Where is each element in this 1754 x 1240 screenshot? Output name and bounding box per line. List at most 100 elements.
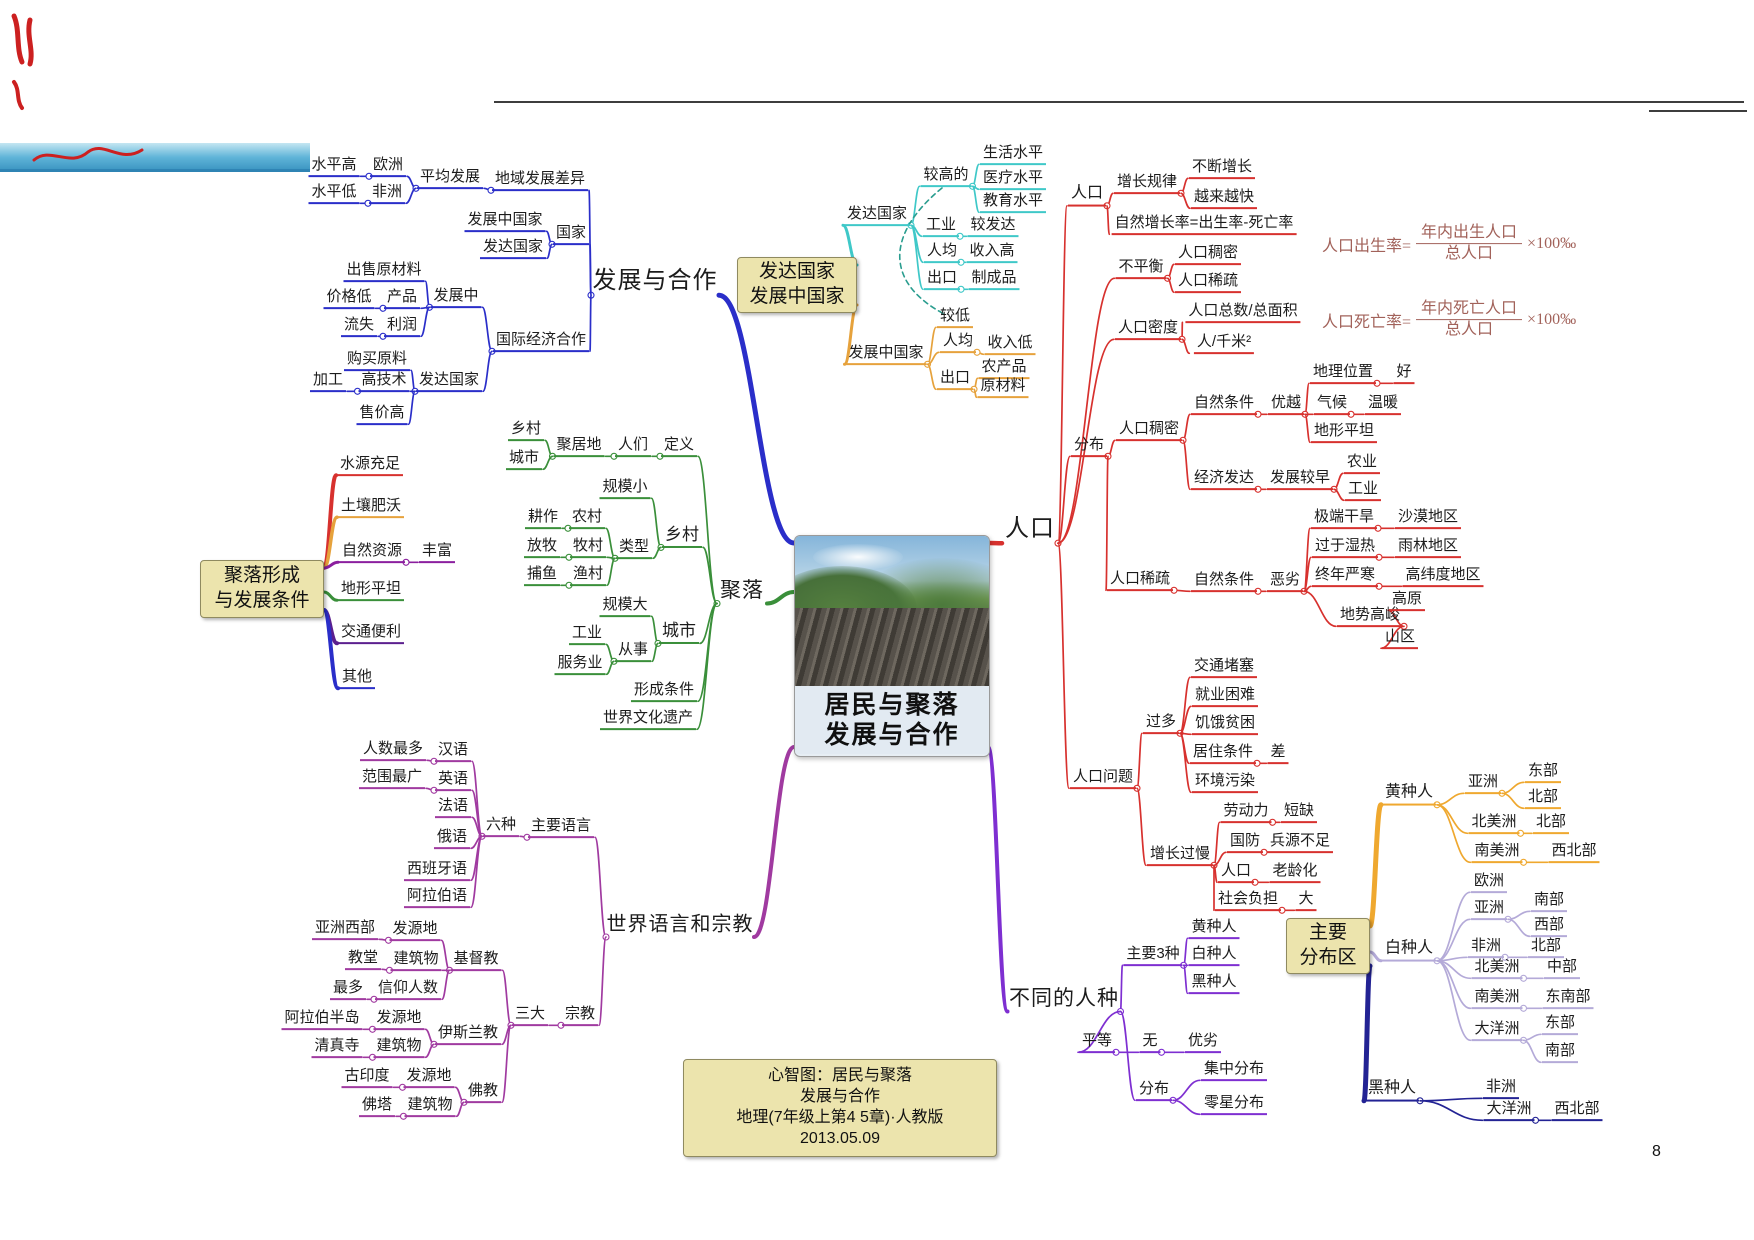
node-fayu: 法语 bbox=[434, 798, 472, 818]
node-fzzgj1: 发展中国家 bbox=[464, 212, 546, 232]
node-zongjiao: 宗教 bbox=[561, 1006, 599, 1026]
node-gysr: 过于湿热 bbox=[1311, 538, 1379, 558]
node-llh: 老龄化 bbox=[1269, 863, 1321, 883]
node-feizhou3: 非洲 bbox=[1482, 1079, 1520, 1099]
node-dsgj: 地势高峻 bbox=[1336, 607, 1404, 627]
edge-dxpt2 bbox=[322, 590, 339, 602]
node-zyyy: 主要语言 bbox=[527, 818, 595, 838]
node-bb1: 北部 bbox=[1524, 789, 1562, 809]
node-zzl: 自然增长率=出生率-死亡率 bbox=[1111, 215, 1297, 235]
edge-rkwt bbox=[1057, 542, 1070, 790]
node-congshi: 从事 bbox=[614, 642, 652, 662]
edge-ck_c bbox=[910, 224, 924, 291]
node-gongye3: 工业 bbox=[568, 625, 606, 645]
node-lxfb: 零星分布 bbox=[1200, 1095, 1268, 1115]
node-srd: 收入低 bbox=[984, 335, 1036, 355]
node-ycl: 原材料 bbox=[977, 378, 1029, 398]
node-rkmd: 人口密度 bbox=[1114, 320, 1182, 340]
node-youyue: 优越 bbox=[1267, 395, 1305, 415]
node-t_renzhong: 不同的人种 bbox=[1009, 986, 1119, 1010]
node-gmd: 规模大 bbox=[599, 597, 651, 617]
node-shanqu: 山区 bbox=[1381, 629, 1419, 649]
node-zzgl: 增长规律 bbox=[1113, 174, 1181, 194]
edge-hzr_b bbox=[1367, 802, 1384, 929]
node-rj_c: 人均 bbox=[923, 243, 961, 263]
node-heizr_s: 黑种人 bbox=[1188, 974, 1240, 994]
node-t_juluo: 聚落 bbox=[720, 578, 764, 602]
edge-yucun bbox=[606, 557, 616, 587]
node-xbyy: 西班牙语 bbox=[403, 861, 471, 881]
edge-jzw3 bbox=[455, 1101, 465, 1118]
edge-xc_b bbox=[702, 546, 718, 605]
node-yslj: 伊斯兰教 bbox=[434, 1025, 502, 1045]
edge-t_yuyan bbox=[752, 745, 796, 939]
node-dxpt1: 地形平坦 bbox=[1310, 423, 1378, 443]
node-zrtj1: 自然条件 bbox=[1190, 395, 1258, 415]
node-zuiduo: 最多 bbox=[329, 980, 367, 1000]
node-rkcm: 人口稠密 bbox=[1115, 421, 1183, 441]
node-xbb1: 西北部 bbox=[1548, 843, 1600, 863]
edge-fwy bbox=[605, 660, 615, 676]
node-dnb: 东南部 bbox=[1542, 989, 1594, 1009]
node-gmyl: 购买原料 bbox=[343, 351, 411, 371]
edge-jjfd bbox=[1182, 439, 1191, 491]
node-rkwt: 人口问题 bbox=[1069, 769, 1137, 789]
node-bdzz: 不断增长 bbox=[1188, 159, 1256, 179]
edge-bph bbox=[1057, 277, 1116, 545]
node-qzs: 清真寺 bbox=[311, 1038, 363, 1058]
node-elie: 恶劣 bbox=[1266, 572, 1304, 592]
node-jepk: 饥饿贫困 bbox=[1191, 715, 1259, 735]
logo-mark-2 bbox=[12, 80, 24, 110]
node-bzr_s: 白种人 bbox=[1188, 946, 1240, 966]
node-gwddq: 高纬度地区 bbox=[1402, 567, 1484, 587]
node-guojia: 国家 bbox=[552, 225, 590, 245]
node-bb2: 北部 bbox=[1532, 814, 1570, 834]
node-yingyu: 英语 bbox=[434, 771, 472, 791]
formula-birth_rate: 人口出生率=年内出生人口总人口×100‰ bbox=[1322, 224, 1577, 263]
edge-zyyy bbox=[594, 836, 607, 938]
b_fenbu: 主要分布区 bbox=[1286, 918, 1370, 974]
edge-t_juluo bbox=[765, 590, 796, 606]
rooftops-shape bbox=[795, 608, 989, 686]
edge-leixing bbox=[652, 546, 662, 560]
node-bmz2: 北美洲 bbox=[1471, 959, 1523, 979]
node-shfd: 社会负担 bbox=[1214, 891, 1282, 911]
edge-gjjjhz bbox=[589, 294, 592, 353]
node-oz: 欧洲 bbox=[369, 157, 407, 177]
node-bph: 不平衡 bbox=[1115, 259, 1167, 279]
node-nb2: 南部 bbox=[1541, 1043, 1579, 1063]
node-db2: 东部 bbox=[1541, 1015, 1579, 1035]
node-xctj: 形成条件 bbox=[630, 682, 698, 702]
node-youlie: 优劣 bbox=[1184, 1033, 1222, 1053]
node-hzr_s: 黄种人 bbox=[1188, 919, 1240, 939]
edge-lirun bbox=[420, 306, 431, 338]
node-fwy: 服务业 bbox=[554, 655, 606, 675]
node-ouzhou: 欧洲 bbox=[1470, 873, 1508, 893]
node-jzfb: 集中分布 bbox=[1200, 1061, 1268, 1081]
edge-bb1 bbox=[1501, 792, 1525, 810]
edge-gongye2 bbox=[1333, 488, 1345, 502]
node-xc_b: 乡村 bbox=[662, 526, 702, 548]
b_info-line: 2013.05.09 bbox=[799, 1129, 881, 1147]
node-rkcm_s: 人口稠密 bbox=[1174, 245, 1242, 265]
edge-dyz2 bbox=[1419, 1099, 1484, 1122]
edge-dyz1 bbox=[1436, 959, 1472, 1042]
node-cs_s: 城市 bbox=[505, 450, 543, 470]
node-fota: 佛塔 bbox=[358, 1097, 396, 1117]
edge-zzgm bbox=[1136, 787, 1147, 867]
node-alby: 阿拉伯语 bbox=[403, 888, 471, 908]
node-hanyu: 汉语 bbox=[434, 742, 472, 762]
edge-ck_o bbox=[926, 363, 937, 391]
node-fyd2: 发源地 bbox=[373, 1010, 425, 1030]
node-trfw: 土壤肥沃 bbox=[337, 498, 405, 518]
node-jiagong: 加工 bbox=[309, 372, 347, 392]
node-guoduo: 过多 bbox=[1142, 714, 1180, 734]
b_fdgj-line: 发达国家 bbox=[758, 261, 835, 283]
node-ncp: 农产品 bbox=[978, 359, 1030, 379]
node-mucun: 牧村 bbox=[569, 538, 607, 558]
node-fdgj_c: 发达国家 bbox=[843, 206, 911, 226]
edge-rk_top bbox=[1057, 204, 1068, 545]
edge-jzw2 bbox=[424, 1043, 435, 1059]
